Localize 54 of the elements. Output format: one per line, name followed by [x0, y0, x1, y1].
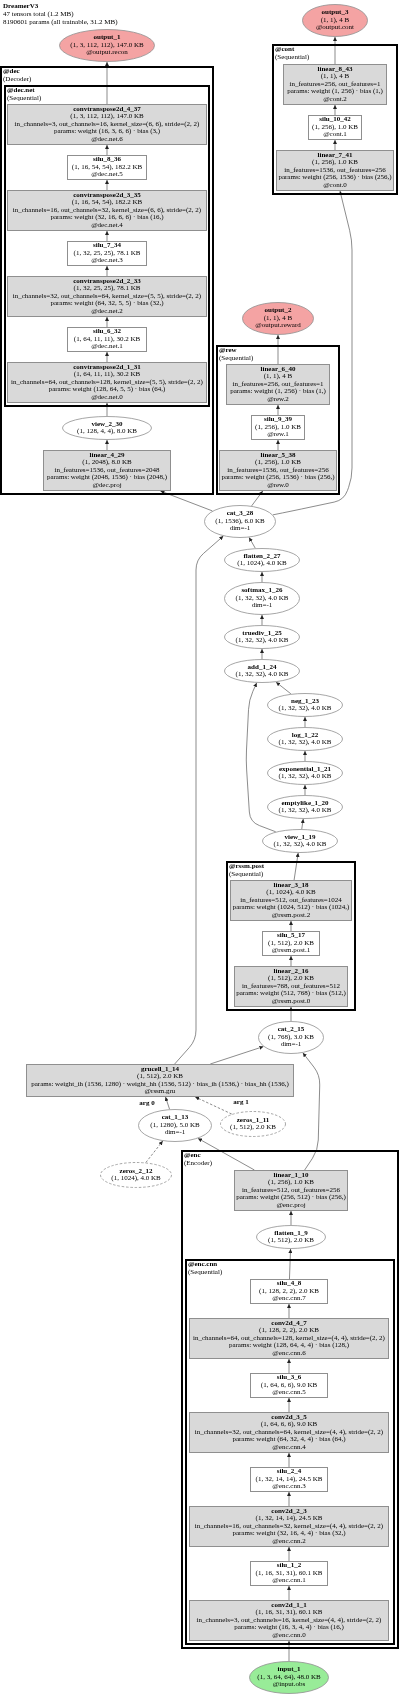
layer-box	[189, 1318, 389, 1359]
output-ellipse	[59, 29, 155, 62]
activation-box	[67, 155, 147, 180]
constant-ellipse	[100, 1162, 172, 1188]
module-group-frame	[226, 861, 356, 1011]
activation-box	[67, 327, 147, 352]
layer-box	[234, 966, 348, 1007]
module-group-frame	[4, 85, 210, 407]
input-ellipse	[249, 1661, 329, 1694]
layer-box	[226, 364, 330, 405]
tensor-op-ellipse	[138, 1109, 212, 1142]
tensor-op-ellipse	[267, 693, 343, 717]
tensor-op-ellipse	[258, 1021, 324, 1054]
layer-box	[189, 1506, 389, 1547]
activation-box	[251, 415, 305, 440]
module-group-frame	[181, 1150, 399, 1649]
layer-box	[7, 190, 207, 231]
activation-box	[250, 1561, 328, 1586]
activation-box	[250, 1373, 328, 1398]
tensor-op-ellipse	[256, 1225, 326, 1249]
tensor-op-ellipse	[224, 582, 300, 615]
output-ellipse	[302, 4, 368, 37]
tensor-op-ellipse	[62, 416, 152, 440]
output-ellipse	[242, 302, 314, 335]
layer-box	[189, 1600, 389, 1641]
layer-box	[43, 450, 171, 491]
tensor-op-ellipse	[262, 829, 338, 853]
tensor-op-ellipse	[224, 548, 300, 572]
activation-box	[67, 241, 147, 266]
layer-box	[234, 1170, 348, 1211]
layer-box	[283, 64, 387, 105]
layer-box	[7, 276, 207, 317]
tensor-op-ellipse	[224, 659, 300, 683]
activation-box	[308, 115, 362, 140]
activation-box	[250, 1279, 328, 1304]
layer-box	[7, 362, 207, 403]
module-group-frame	[185, 1259, 395, 1645]
tensor-op-ellipse	[267, 795, 343, 819]
tensor-op-ellipse	[267, 761, 343, 785]
module-group-frame	[216, 345, 340, 495]
layer-box	[276, 150, 394, 191]
layer-box	[189, 1412, 389, 1453]
module-group-frame	[0, 66, 214, 495]
activation-box	[250, 1467, 328, 1492]
layer-box	[230, 880, 352, 921]
tensor-op-ellipse	[204, 505, 276, 538]
layer-box	[26, 1064, 294, 1097]
tensor-op-ellipse	[267, 727, 343, 751]
tensor-op-ellipse	[224, 625, 300, 649]
layer-box	[219, 450, 337, 491]
constant-ellipse	[220, 1111, 286, 1137]
activation-box	[262, 931, 320, 956]
layer-box	[7, 104, 207, 145]
module-group-frame	[272, 44, 398, 195]
